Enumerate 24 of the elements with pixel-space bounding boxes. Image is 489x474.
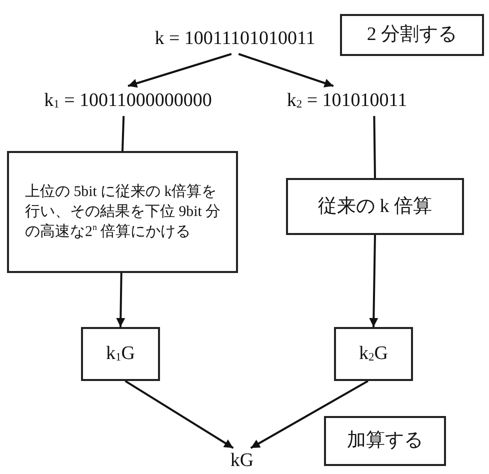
box-text: 2 分割する — [366, 23, 458, 48]
box-text: k$_{2}$G — [359, 342, 388, 366]
box-text: 従来の k 倍算 — [318, 194, 432, 219]
process-box — [340, 14, 484, 56]
box-text: 上位の 5bit に従来の k倍算を行い、その結果を下位 9bit 分の高速な2$^{n}$ 倍算にかける — [25, 182, 222, 242]
arrow — [124, 380, 234, 449]
process-box — [334, 327, 413, 381]
process-box — [324, 416, 446, 466]
connector-line — [122, 116, 125, 152]
arrow — [238, 53, 334, 88]
result-text: kG — [230, 449, 254, 474]
equation-text: k = 10011101010011 — [154, 27, 316, 52]
arrow — [116, 272, 126, 328]
arrow — [128, 53, 232, 88]
arrow — [250, 380, 368, 449]
process-box — [286, 178, 464, 235]
process-box — [7, 151, 238, 273]
arrow — [369, 234, 378, 328]
box-text: 加算する — [347, 429, 423, 454]
equation-text: k$_{1}$ = 10011000000000 — [44, 89, 212, 114]
process-box — [81, 327, 160, 381]
equation-text: k$_{2}$ = 101010011 — [286, 89, 408, 114]
box-text: k$_{1}$G — [106, 342, 135, 366]
connector-line — [373, 116, 376, 178]
